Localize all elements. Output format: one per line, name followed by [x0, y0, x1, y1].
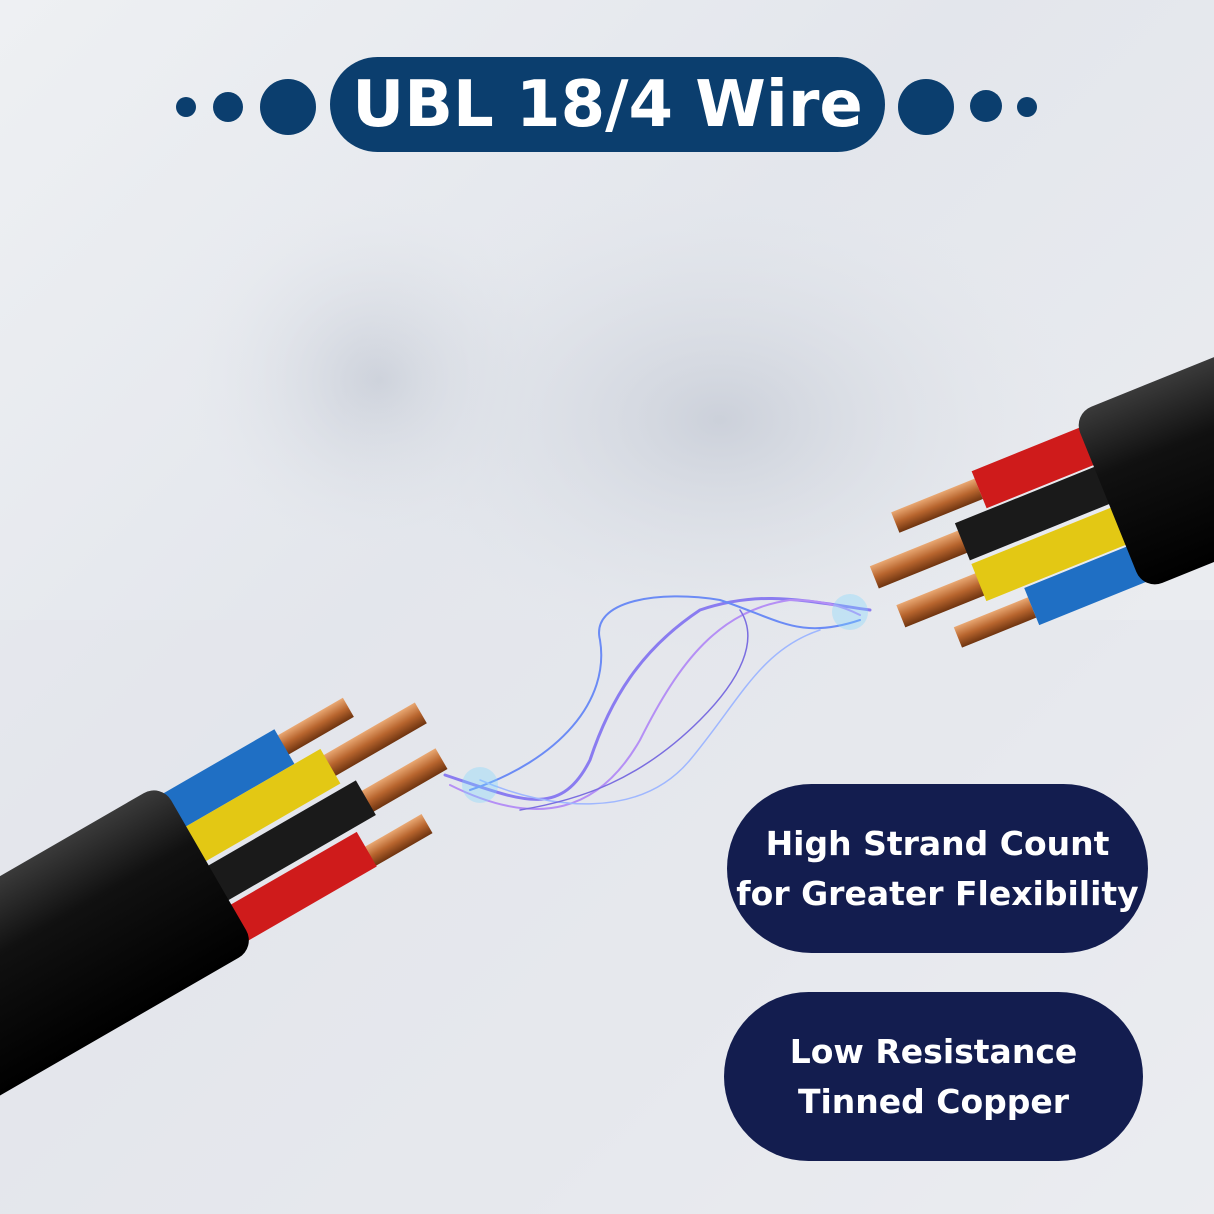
- copper-strand: [357, 748, 448, 815]
- decor-dot: [898, 79, 954, 135]
- copper-strand: [319, 702, 427, 779]
- page-title: UBL 18/4 Wire: [330, 57, 885, 152]
- blue-wire: [1024, 543, 1151, 626]
- yellow-wire: [177, 748, 341, 867]
- red-wire: [971, 424, 1103, 509]
- copper-strand: [896, 571, 989, 628]
- copper-strand: [360, 814, 433, 869]
- yellow-wire: [971, 504, 1135, 602]
- decor-dot: [970, 90, 1002, 122]
- cable-jacket: [0, 790, 249, 1196]
- cable-jacket: [1078, 307, 1214, 585]
- decor-dot: [260, 79, 316, 135]
- decor-dot: [1017, 97, 1037, 117]
- right-cable: [869, 307, 1214, 648]
- copper-strand: [953, 597, 1037, 648]
- decor-dot: [176, 97, 196, 117]
- blue-wire: [157, 729, 295, 832]
- copper-strand: [869, 528, 972, 589]
- left-cable: [0, 697, 448, 1196]
- red-wire: [222, 831, 377, 944]
- decor-dot: [213, 92, 243, 122]
- feature-line: Low Resistance: [789, 1031, 1078, 1071]
- feature-badge-flexibility: High Strand Count for Greater Flexibilit…: [727, 784, 1148, 953]
- black-wire: [200, 780, 376, 905]
- feature-line: High Strand Count: [765, 823, 1110, 863]
- feature-line: for Greater Flexibility: [736, 873, 1139, 913]
- copper-strand: [891, 478, 983, 533]
- feature-line: Tinned Copper: [797, 1081, 1070, 1121]
- feature-badge-copper: Low Resistance Tinned Copper: [724, 992, 1143, 1161]
- black-wire: [954, 463, 1119, 561]
- copper-strand: [273, 697, 354, 757]
- electric-arc: [443, 594, 872, 811]
